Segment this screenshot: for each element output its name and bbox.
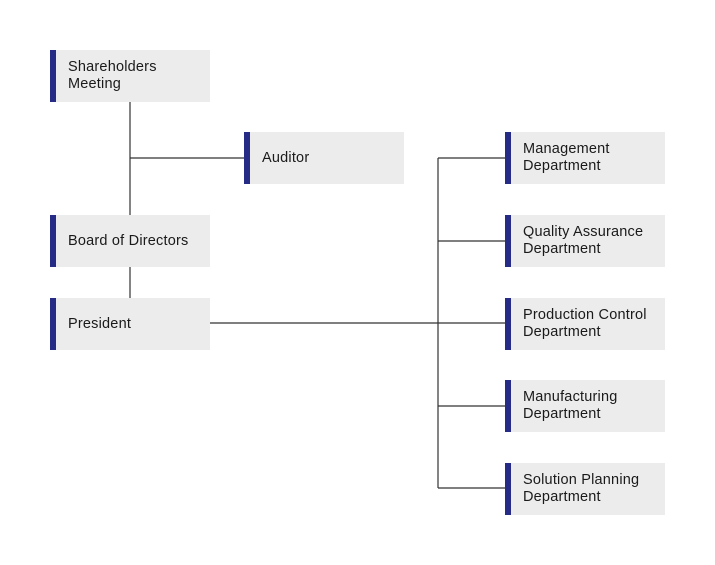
quality-assurance-department-box: Quality Assurance Department	[505, 215, 665, 267]
auditor-label: Auditor	[262, 149, 310, 166]
production-control-department-label: Production Control Department	[523, 307, 647, 340]
manufacturing-department-box: Manufacturing Department	[505, 380, 665, 432]
quality-assurance-department-label: Quality Assurance Department	[523, 224, 644, 257]
shareholders-meeting-box: Shareholders Meeting	[50, 50, 210, 102]
management-department-label: Management Department	[523, 141, 610, 174]
president-label: President	[68, 315, 132, 332]
shareholders-meeting-label: Shareholders Meeting	[68, 59, 157, 92]
president-box: President	[50, 298, 210, 350]
board-of-directors-label: Board of Directors	[68, 232, 189, 249]
production-control-department-box: Production Control Department	[505, 298, 665, 350]
auditor-box: Auditor	[244, 132, 404, 184]
board-of-directors-box: Board of Directors	[50, 215, 210, 267]
solution-planning-department-label: Solution Planning Department	[523, 472, 640, 505]
management-department-box: Management Department	[505, 132, 665, 184]
solution-planning-department-box: Solution Planning Department	[505, 463, 665, 515]
manufacturing-department-label: Manufacturing Department	[523, 389, 618, 422]
